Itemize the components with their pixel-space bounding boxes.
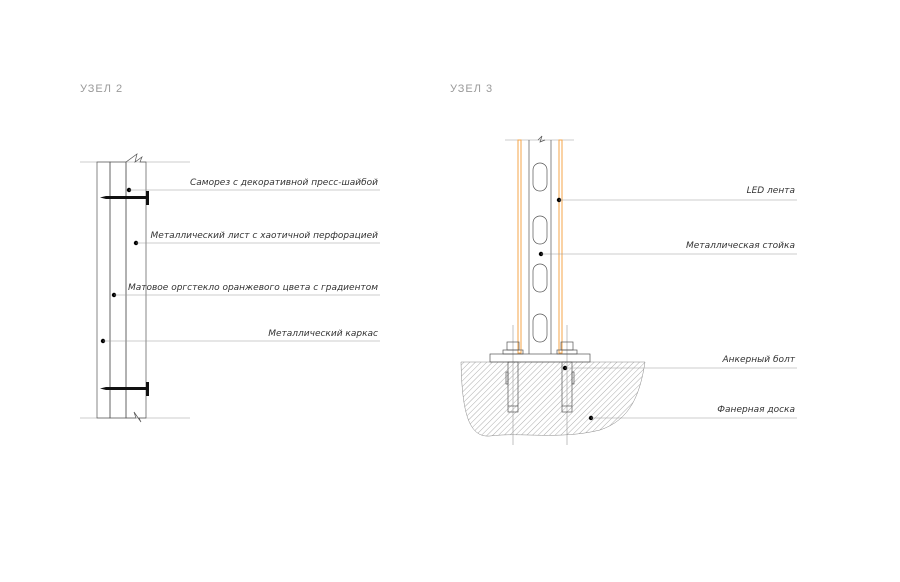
plywood-board: [460, 361, 646, 437]
led-strips: [517, 139, 563, 354]
label-anchor-bolt: Анкерный болт: [722, 355, 796, 365]
node3-title: УЗЕЛ 3: [450, 83, 493, 95]
plexiglass-layer: [109, 161, 127, 419]
label-screw: Саморез с декоративной пресс-шайбой: [190, 178, 378, 188]
leaders-node2: [100, 187, 380, 344]
base-plate: [489, 353, 591, 363]
screw-bottom: [100, 382, 149, 396]
label-plywood: Фанерная доска: [717, 405, 795, 415]
screw-top: [100, 191, 149, 205]
label-plexiglass: Матовое оргстекло оранжевого цвета с гра…: [128, 283, 378, 293]
anchor-bolts: [502, 341, 578, 413]
label-metal-frame: Металлический каркас: [268, 329, 378, 339]
label-perforated-sheet: Металлический лист с хаотичной перфораци…: [151, 231, 379, 241]
metal-frame-layer: [96, 161, 111, 419]
perforated-sheet-layer: [125, 153, 147, 423]
metal-post: [528, 135, 552, 354]
node2-section: Саморез с декоративной пресс-шайбой Мета…: [80, 153, 380, 423]
label-led-strip: LED лента: [747, 186, 795, 196]
node2-title: УЗЕЛ 2: [80, 83, 123, 95]
node3-section: LED лента Металлическая стойка Анкерный …: [460, 135, 797, 445]
leaders-node3: [538, 197, 797, 421]
label-metal-post: Металлическая стойка: [686, 241, 795, 251]
